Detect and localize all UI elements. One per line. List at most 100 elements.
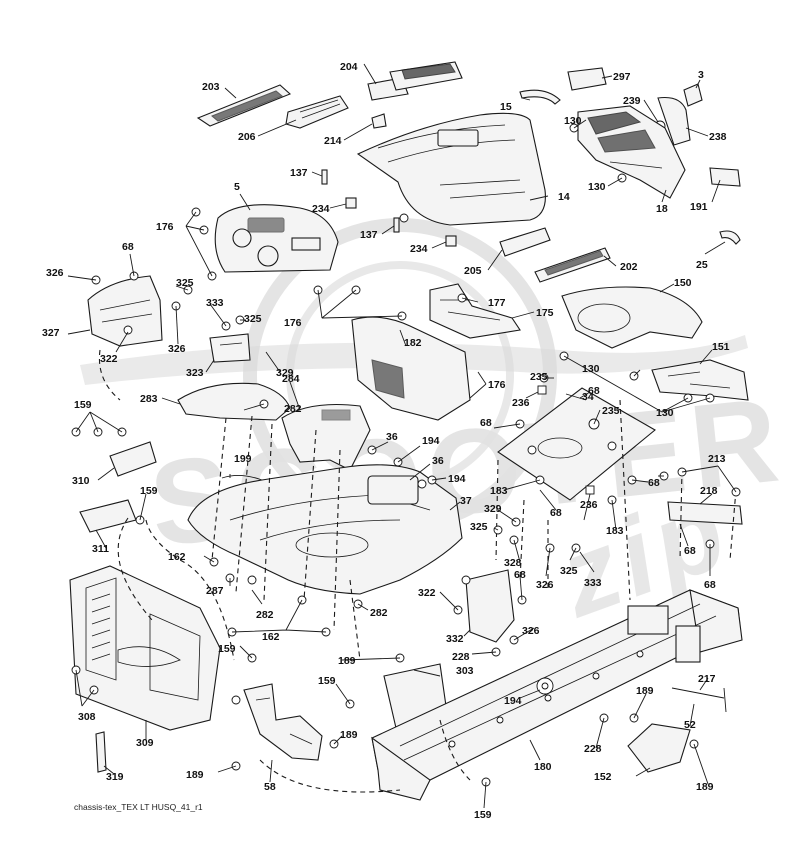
- callout-3: 3: [698, 69, 704, 81]
- callout-333-b: 333: [584, 577, 602, 589]
- callout-319: 319: [106, 771, 124, 783]
- callout-329-b: 329: [484, 503, 502, 515]
- part-18-front-grille: [577, 105, 686, 199]
- leader-lines: [67, 63, 737, 809]
- callout-322-a: 322: [100, 353, 118, 365]
- part-206-bracket: [285, 95, 349, 129]
- callout-325-c: 325: [470, 521, 488, 533]
- part-217-rod: [671, 687, 727, 713]
- callout-182: 182: [404, 337, 422, 349]
- callout-37: 37: [460, 495, 472, 507]
- callout-159-c: 159: [218, 643, 236, 655]
- part-202-grille: [534, 247, 611, 283]
- callout-34: 34: [582, 391, 594, 403]
- callout-236-b: 236: [580, 499, 598, 511]
- part-323-bracket: [209, 333, 251, 363]
- part-180-chassis: [371, 589, 743, 801]
- part-297-cap: [567, 67, 607, 91]
- callout-283: 283: [140, 393, 158, 405]
- callout-327: 327: [42, 327, 60, 339]
- part-25-hook: [719, 230, 741, 245]
- callout-52: 52: [684, 719, 696, 731]
- callout-183-b: 183: [606, 525, 624, 537]
- callout-297: 297: [613, 71, 631, 83]
- callout-189-a: 189: [338, 655, 356, 667]
- callout-235-b: 235: [602, 405, 620, 417]
- callout-234-a: 234: [312, 203, 330, 215]
- part-151-bracket: [651, 359, 749, 401]
- callout-326-a: 326: [46, 267, 64, 279]
- part-309-grille-frame: [69, 565, 221, 731]
- callout-194-b: 194: [448, 473, 466, 485]
- callout-235-a: 235: [530, 371, 548, 383]
- callout-203: 203: [202, 81, 220, 93]
- callout-159-b: 159: [140, 485, 158, 497]
- part-199-wire: [221, 475, 263, 481]
- callout-332: 332: [446, 633, 464, 645]
- callout-328: 328: [504, 557, 522, 569]
- callout-323: 323: [186, 367, 204, 379]
- callout-204: 204: [340, 61, 358, 73]
- callout-234-b: 234: [410, 243, 428, 255]
- callout-162-b: 162: [262, 631, 280, 643]
- part-191-block: [709, 167, 741, 187]
- callout-36-b: 36: [432, 455, 444, 467]
- callout-68-f: 68: [684, 545, 696, 557]
- callout-150: 150: [674, 277, 692, 289]
- callout-282-b: 282: [256, 609, 274, 621]
- callout-238: 238: [709, 131, 727, 143]
- part-310-bracket: [109, 441, 157, 477]
- callout-287: 287: [206, 585, 224, 597]
- callout-325-d: 325: [560, 565, 578, 577]
- part-234-pad: [345, 197, 457, 247]
- callout-199: 199: [234, 453, 252, 465]
- callout-189-e: 189: [696, 781, 714, 793]
- part-175-bracket: [429, 283, 521, 339]
- part-3-emblem: [683, 83, 703, 107]
- callout-189-c: 189: [340, 729, 358, 741]
- part-204-grille: [367, 61, 463, 101]
- callout-326-b: 326: [168, 343, 186, 355]
- part-14-hood: [356, 112, 546, 226]
- callout-325-a: 325: [176, 277, 194, 289]
- callout-175: 175: [536, 307, 554, 319]
- callout-176-b: 176: [284, 317, 302, 329]
- callout-162-a: 162: [168, 551, 186, 563]
- part-283-cover: [177, 382, 291, 421]
- callout-310: 310: [72, 475, 90, 487]
- part-284-pod: [281, 404, 371, 471]
- part-311-bracket: [79, 499, 137, 533]
- callout-236-a: 236: [512, 397, 530, 409]
- callout-194-c: 194: [504, 695, 522, 707]
- part-58-bracket: [243, 683, 323, 761]
- part-15-strip: [519, 89, 561, 105]
- callout-239: 239: [623, 95, 641, 107]
- callout-130-b: 130: [588, 181, 606, 193]
- callout-18: 18: [656, 203, 668, 215]
- callout-152: 152: [594, 771, 612, 783]
- part-150-cover: [561, 286, 703, 349]
- callout-130-c: 130: [582, 363, 600, 375]
- part-152-plate: [627, 723, 691, 773]
- part-182-frame: [351, 316, 471, 421]
- callout-159-d: 159: [318, 675, 336, 687]
- callout-326-d: 326: [522, 625, 540, 637]
- callout-180: 180: [534, 761, 552, 773]
- part-37-fender: [187, 464, 463, 595]
- callout-325-b: 325: [244, 313, 262, 325]
- callout-308: 308: [78, 711, 96, 723]
- callout-137-a: 137: [290, 167, 308, 179]
- callout-284: 284: [282, 373, 300, 385]
- callout-213: 213: [708, 453, 726, 465]
- callout-183-a: 183: [490, 485, 508, 497]
- callout-228-a: 228: [452, 651, 470, 663]
- part-319-bar: [95, 731, 107, 773]
- part-203-grip: [196, 84, 292, 127]
- part-214-clip: [371, 113, 387, 129]
- callout-176-c: 176: [488, 379, 506, 391]
- callout-333-a: 333: [206, 297, 224, 309]
- callout-202: 202: [620, 261, 638, 273]
- callout-176-a: 176: [156, 221, 174, 233]
- callout-159-e: 159: [474, 809, 492, 821]
